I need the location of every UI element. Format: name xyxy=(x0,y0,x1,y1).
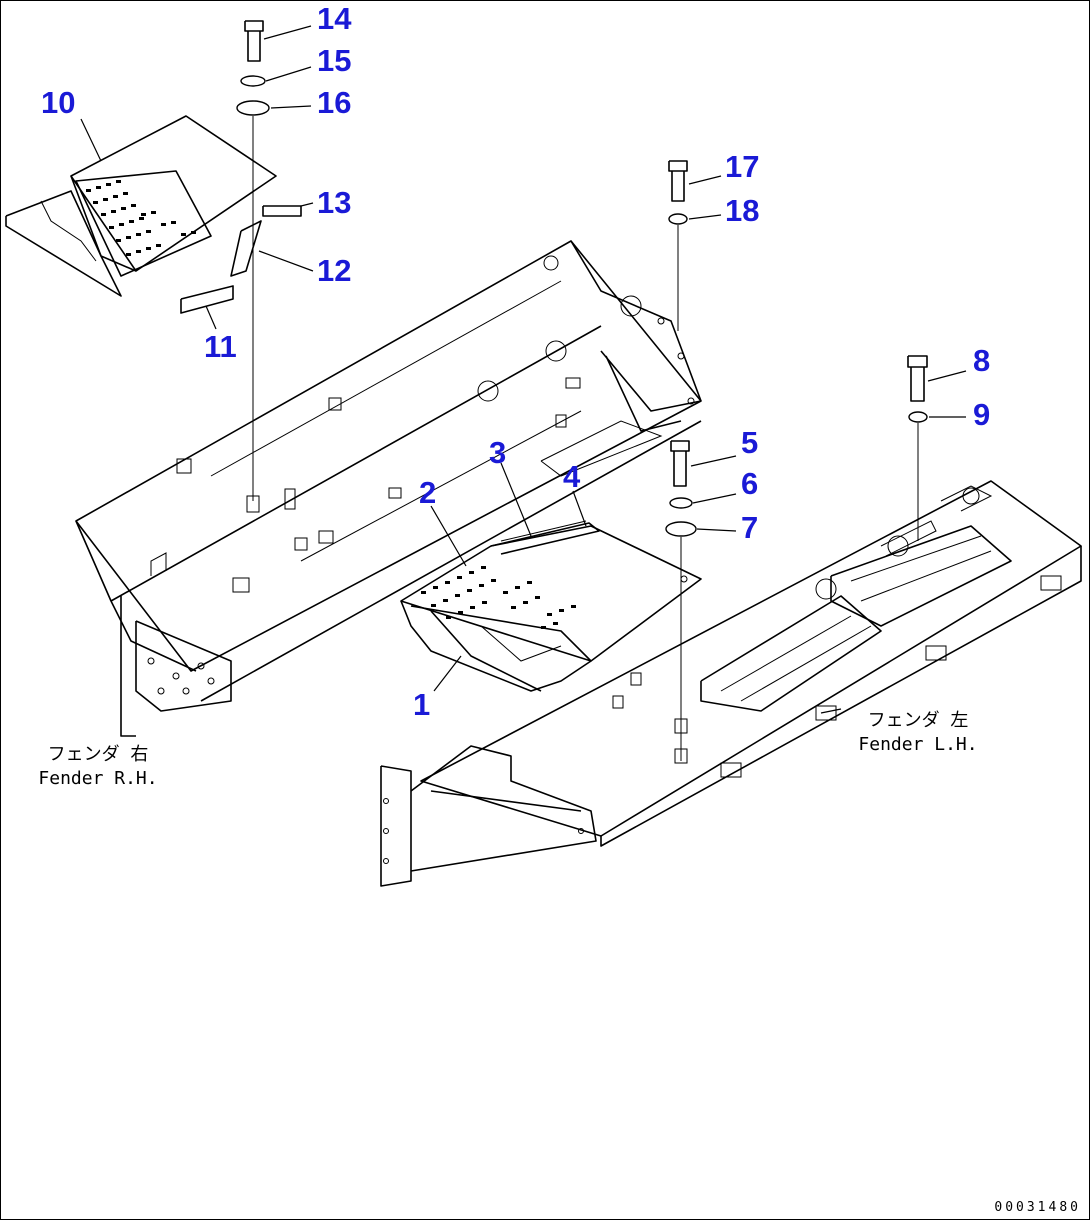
callout-18: 18 xyxy=(725,193,760,228)
callout-4: 4 xyxy=(563,459,581,494)
callout-10: 10 xyxy=(41,85,76,120)
callout-8: 8 xyxy=(973,343,991,378)
callout-12: 12 xyxy=(317,253,352,288)
fender-rh-caption-jp: フェンダ 右 xyxy=(47,744,149,765)
step-assembly-upper xyxy=(5,115,302,314)
fender-lh xyxy=(380,480,1082,887)
fender-lh-caption-jp: フェンダ 左 xyxy=(867,710,969,731)
callout-15: 15 xyxy=(317,43,352,78)
callout-13: 13 xyxy=(317,185,352,220)
fender-lh-caption: フェンダ 左 Fender L.H. xyxy=(843,709,993,757)
callout-3: 3 xyxy=(489,435,507,470)
fender-rh-caption: フェンダ 右 Fender R.H. xyxy=(23,743,173,791)
callout-17: 17 xyxy=(725,149,760,184)
fasteners xyxy=(80,20,967,764)
fender-rh-caption-en: Fender R.H. xyxy=(38,768,158,789)
fender-lh-caption-en: Fender L.H. xyxy=(858,734,978,755)
callout-14: 14 xyxy=(317,1,352,36)
callout-16: 16 xyxy=(317,85,352,120)
callout-9: 9 xyxy=(973,397,991,432)
callout-7: 7 xyxy=(741,510,759,545)
document-number: 00031480 xyxy=(994,1200,1081,1215)
callout-2: 2 xyxy=(419,475,437,510)
step-assembly-middle xyxy=(400,520,702,692)
callout-6: 6 xyxy=(741,466,759,501)
fender-rh xyxy=(75,240,702,737)
callout-11: 11 xyxy=(204,329,237,364)
callout-5: 5 xyxy=(741,425,759,460)
callout-1: 1 xyxy=(413,687,431,722)
